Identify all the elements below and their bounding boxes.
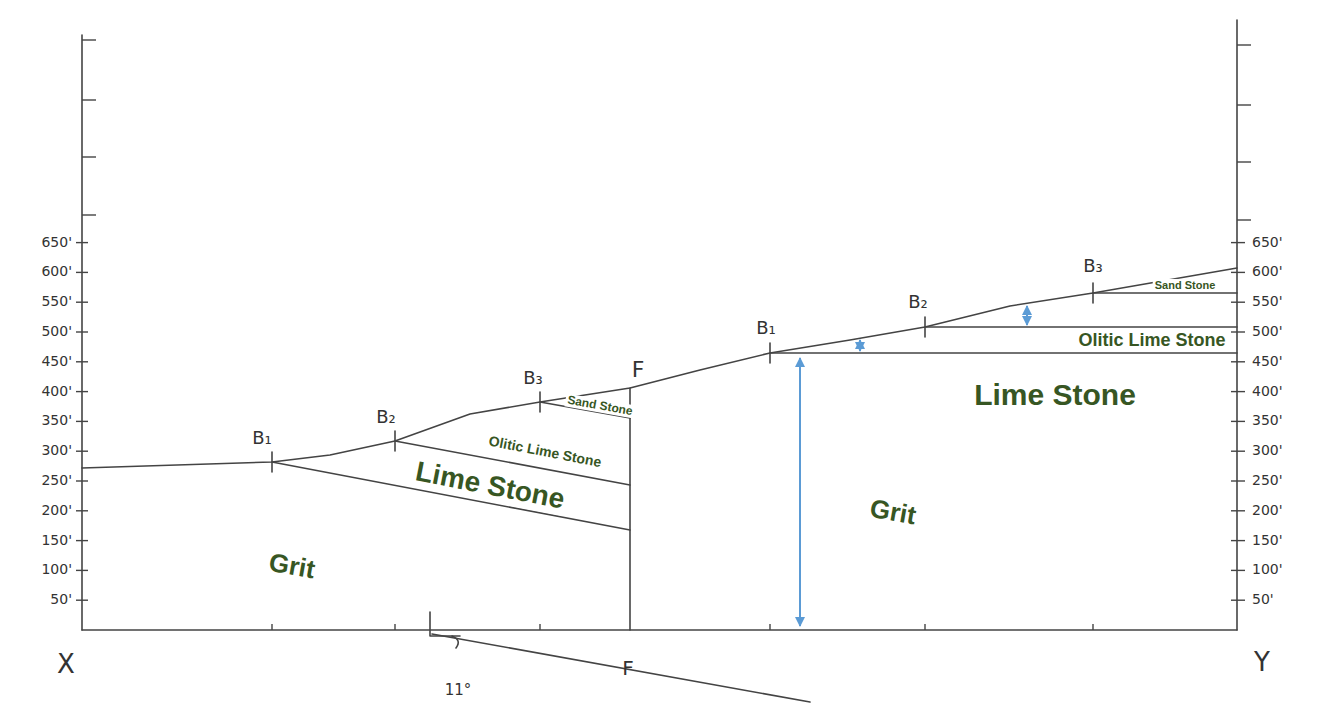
rock-label: Sand Stone <box>1153 279 1218 291</box>
left-axis <box>81 35 83 630</box>
axis-tick <box>1237 44 1251 45</box>
axis-tick <box>1231 242 1245 243</box>
elevation-label: 300' <box>41 443 72 458</box>
fault-label: F <box>622 657 634 679</box>
right-axis <box>1236 20 1238 630</box>
axis-tick <box>1092 624 1093 630</box>
thickness-arrow <box>859 340 861 351</box>
fault-plan-line <box>432 634 810 702</box>
axis-ticks <box>76 40 1251 630</box>
bed-label: B₂ <box>376 407 396 427</box>
axis-tick <box>82 214 96 215</box>
axis-tick <box>1231 272 1245 273</box>
axis-tick <box>1231 302 1245 303</box>
axis-tick <box>1231 480 1245 481</box>
elevation-label: 300' <box>1252 443 1283 458</box>
elevation-label: 400' <box>1252 384 1283 399</box>
bed-label: B₁ <box>252 428 272 448</box>
elevation-label: 600' <box>41 265 72 280</box>
bed-label: B₃ <box>523 368 543 388</box>
axis-tick <box>1231 600 1245 601</box>
thickness-arrow <box>799 358 801 626</box>
axis-tick <box>924 624 925 630</box>
axis-tick <box>271 624 272 630</box>
base-line <box>82 629 1237 631</box>
bed-tick <box>271 452 273 472</box>
elevation-label: 250' <box>41 473 72 488</box>
bed-tick <box>924 317 926 337</box>
section-end-label: Y <box>1254 648 1270 677</box>
rock-label: Grit <box>866 494 920 531</box>
angle-mark <box>430 612 460 636</box>
elevation-label: 50' <box>50 592 72 607</box>
elevation-label: 200' <box>41 503 72 518</box>
rock-label: Lime Stone <box>411 456 569 516</box>
elevation-label: 400' <box>41 384 72 399</box>
axis-tick <box>394 624 395 630</box>
bed-boundary <box>770 352 1237 354</box>
elevation-label: 650' <box>1252 235 1283 250</box>
axis-tick <box>539 624 540 630</box>
fault-label: F <box>632 358 645 382</box>
axis-tick <box>1231 570 1245 571</box>
elevation-label: 450' <box>1252 354 1283 369</box>
bed-boundary <box>1093 292 1237 294</box>
axis-tick <box>1237 104 1251 105</box>
axis-tick <box>1231 451 1245 452</box>
elevation-label: 550' <box>1252 294 1283 309</box>
axis-tick <box>1231 331 1245 332</box>
elevation-label: 350' <box>41 414 72 429</box>
axis-tick <box>1231 391 1245 392</box>
rock-label: Lime Stone <box>972 378 1138 411</box>
axis-tick <box>1231 361 1245 362</box>
elevation-label: 150' <box>41 533 72 548</box>
section-end-label: X <box>57 650 75 679</box>
rock-label: Olitic Lime Stone <box>1076 331 1227 351</box>
rock-label: Olitic Lime Stone <box>485 433 604 471</box>
ground-profile <box>82 268 1237 468</box>
rock-label: Grit <box>265 548 319 585</box>
axis-tick <box>1231 540 1245 541</box>
axis-tick <box>1237 161 1251 162</box>
bed-tick <box>394 431 396 451</box>
axis-tick <box>1237 219 1251 220</box>
elevation-label: 650' <box>41 235 72 250</box>
axis-tick <box>82 156 96 157</box>
axis-tick <box>1231 421 1245 422</box>
bed-tick <box>1092 283 1094 303</box>
bed-boundary <box>925 326 1237 328</box>
elevation-label: 500' <box>41 324 72 339</box>
elevation-label: 600' <box>1252 265 1283 280</box>
bed-label: B₃ <box>1083 256 1103 276</box>
bed-label: B₁ <box>756 318 776 338</box>
axis-tick <box>1231 510 1245 511</box>
elevation-label: 100' <box>1252 563 1283 578</box>
fault-line <box>629 388 631 630</box>
elevation-label: 500' <box>1252 324 1283 339</box>
elevation-label: 50' <box>1252 592 1274 607</box>
elevation-label: 550' <box>41 294 72 309</box>
elevation-label: 350' <box>1252 414 1283 429</box>
thickness-arrow <box>1026 306 1028 325</box>
bed-tick <box>539 392 541 412</box>
rock-label: Sand Stone <box>564 393 635 418</box>
axis-tick <box>82 99 96 100</box>
elevation-label: 450' <box>41 354 72 369</box>
axis-tick <box>82 39 96 40</box>
elevation-label: 200' <box>1252 503 1283 518</box>
bed-tick <box>769 343 771 363</box>
elevation-label: 250' <box>1252 473 1283 488</box>
bed-label: B₂ <box>908 292 928 312</box>
axis-tick <box>769 624 770 630</box>
elevation-label: 150' <box>1252 533 1283 548</box>
elevation-label: 100' <box>41 563 72 578</box>
angle-label: 11° <box>445 682 472 699</box>
